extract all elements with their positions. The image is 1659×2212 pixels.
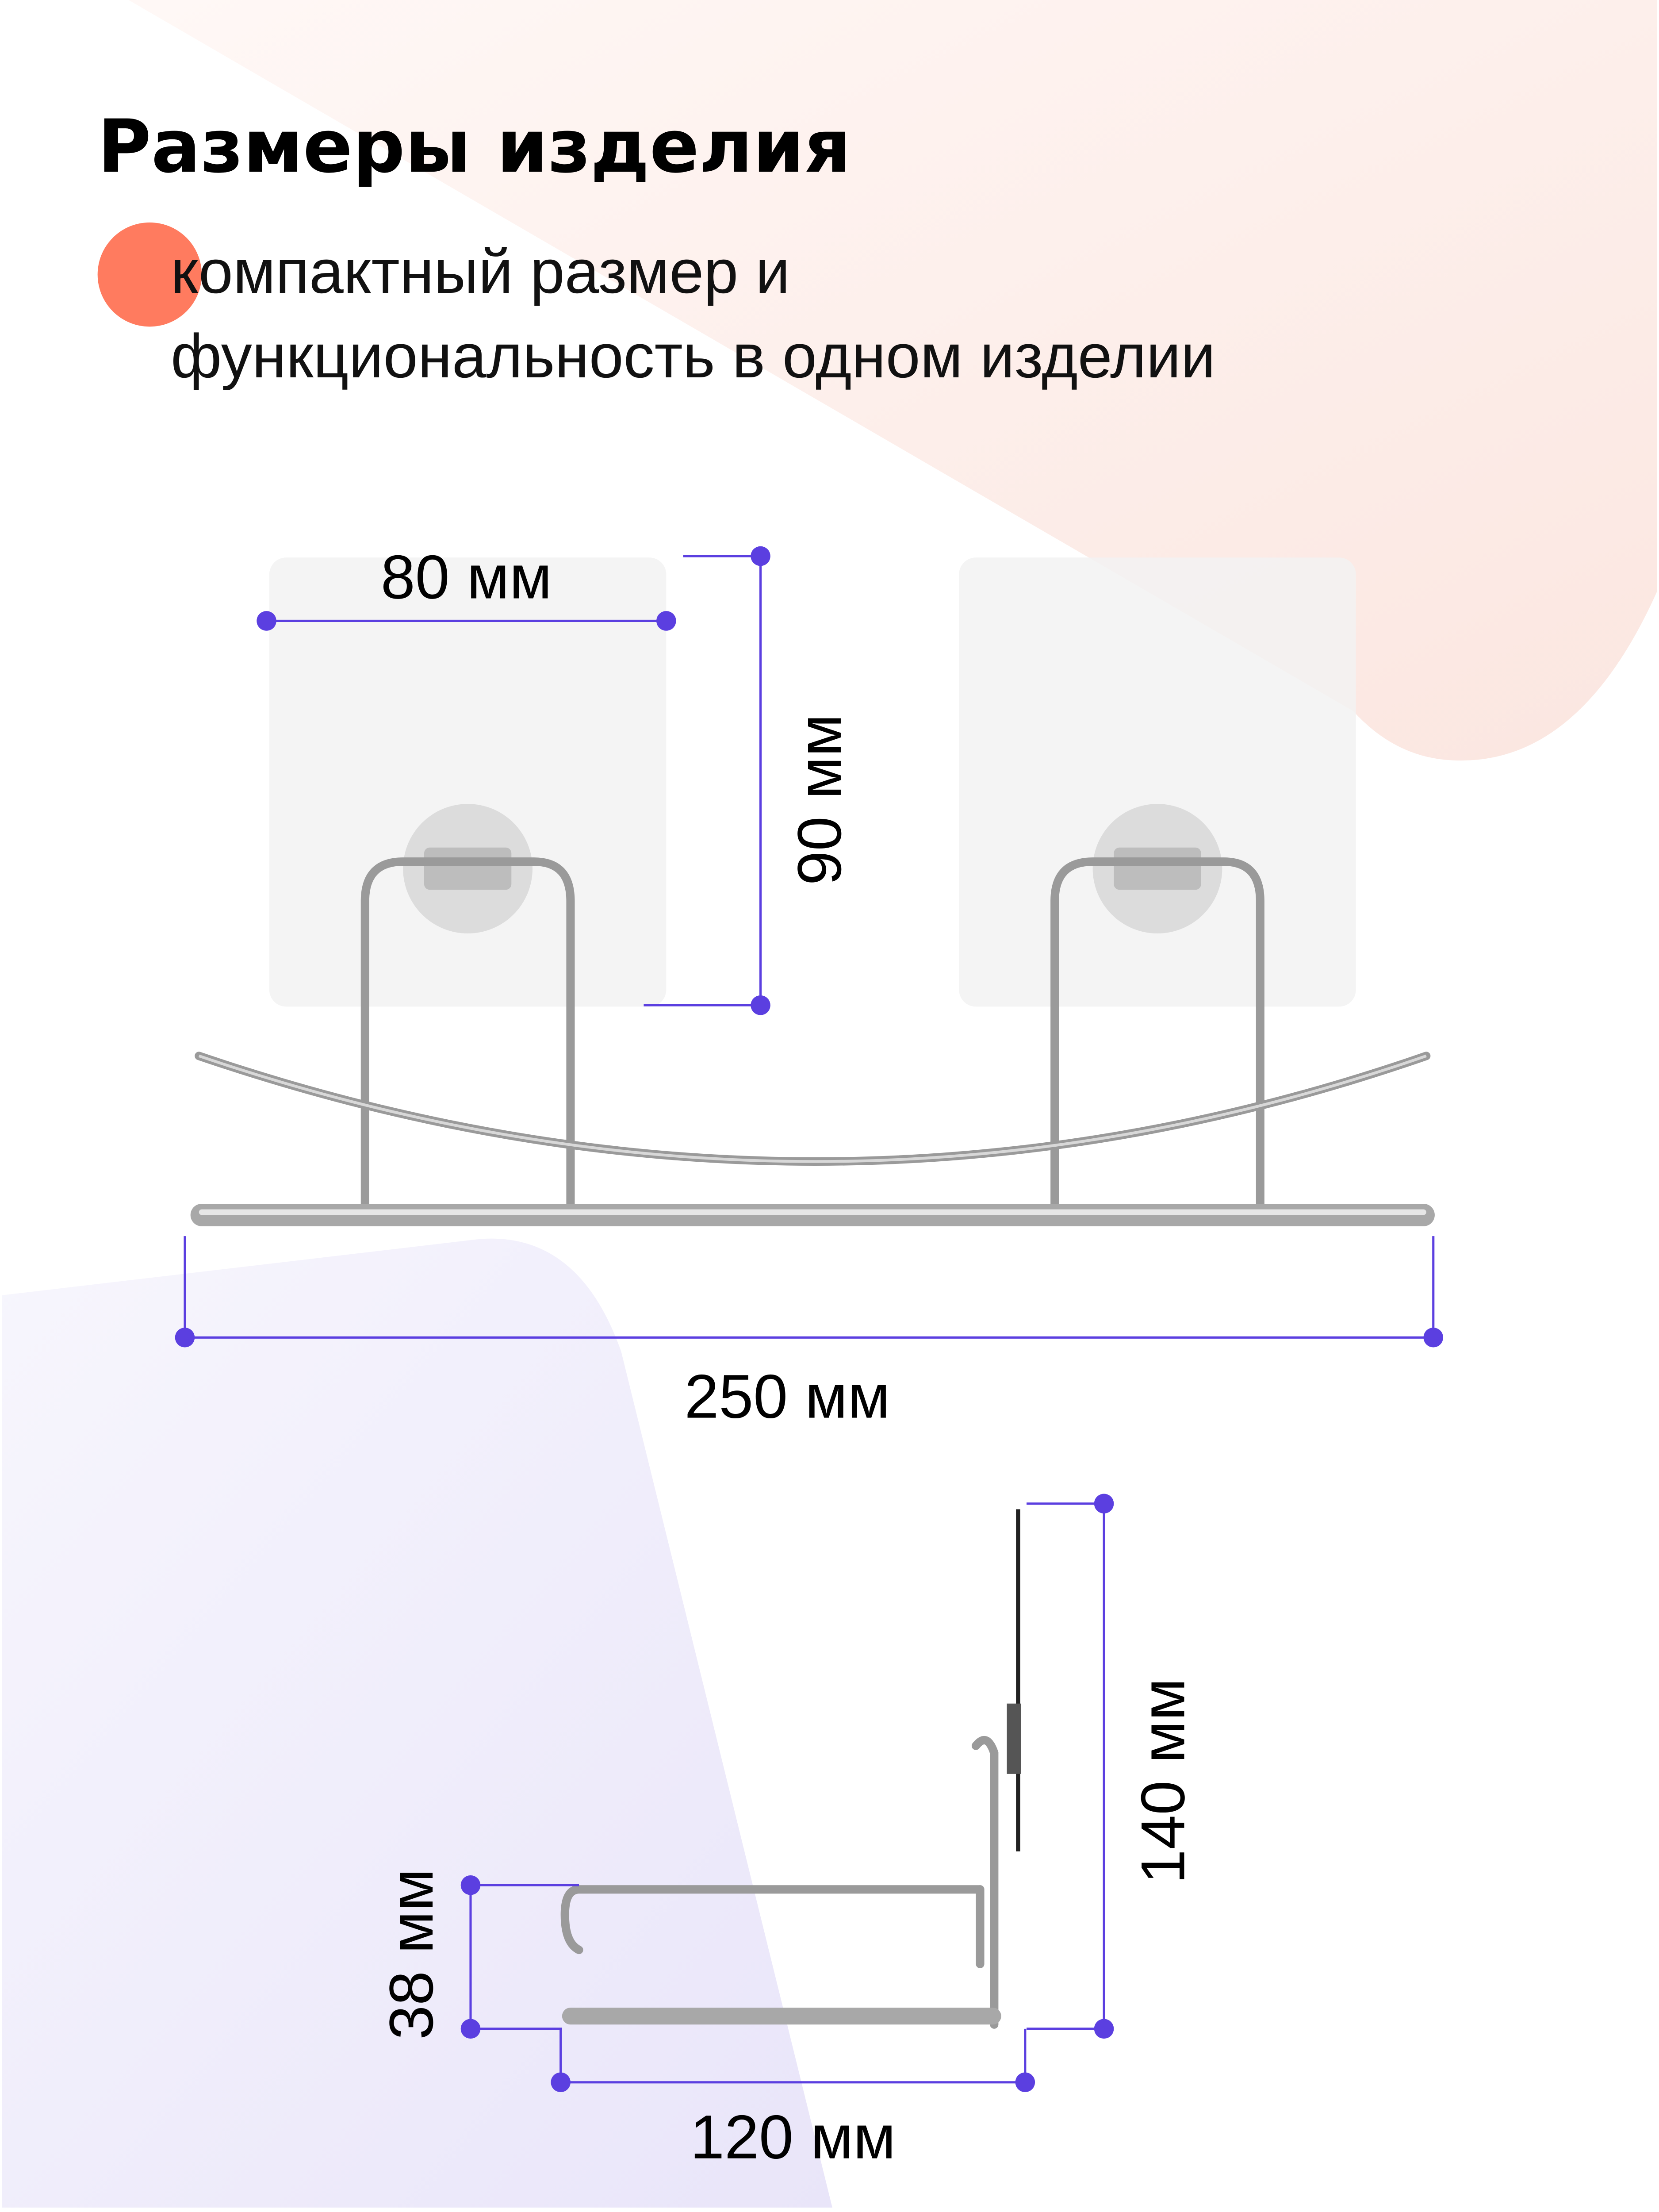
hook-clip-right — [1114, 847, 1201, 890]
pad-height-label: 90 мм — [785, 714, 854, 885]
side-upper-rail — [560, 1885, 985, 1955]
hook-clip-left — [424, 847, 512, 890]
lavender-background-shape — [2, 1238, 832, 2208]
front-view-product — [190, 557, 1435, 1226]
side-hook-mount — [1007, 1703, 1021, 1774]
total-height-label: 140 мм — [1128, 1678, 1197, 1884]
total-height-dimension: 140 мм — [1027, 1494, 1197, 2039]
subtitle-line-2: функциональность в одном изделии — [171, 321, 1215, 391]
depth-dimension: 120 мм — [551, 2028, 1035, 2172]
page-title: Размеры изделия — [98, 104, 851, 189]
depth-label: 120 мм — [690, 2102, 896, 2172]
shelf-height-label: 38 мм — [376, 1869, 446, 2040]
wire-frame-left — [360, 857, 575, 1211]
pad-width-label: 80 мм — [381, 542, 552, 612]
side-hook-wire — [971, 1736, 999, 2029]
pad-height-dimension: 90 мм — [644, 546, 854, 1015]
adhesive-pad-left — [269, 557, 667, 1007]
side-base-rail — [562, 2008, 1001, 2025]
accent-circle — [97, 222, 202, 327]
shelf-height-dimension: 38 мм — [376, 1869, 579, 2040]
subtitle-line-1: компактный размер и — [171, 237, 790, 306]
pad-width-dimension: 80 мм — [257, 542, 676, 631]
wire-frame-right — [1050, 857, 1264, 1211]
adhesive-pad-right — [959, 557, 1356, 1007]
total-width-label: 250 мм — [685, 1362, 890, 1431]
total-width-dimension: 250 мм — [175, 1236, 1444, 1431]
side-view-product — [560, 1509, 1021, 2029]
